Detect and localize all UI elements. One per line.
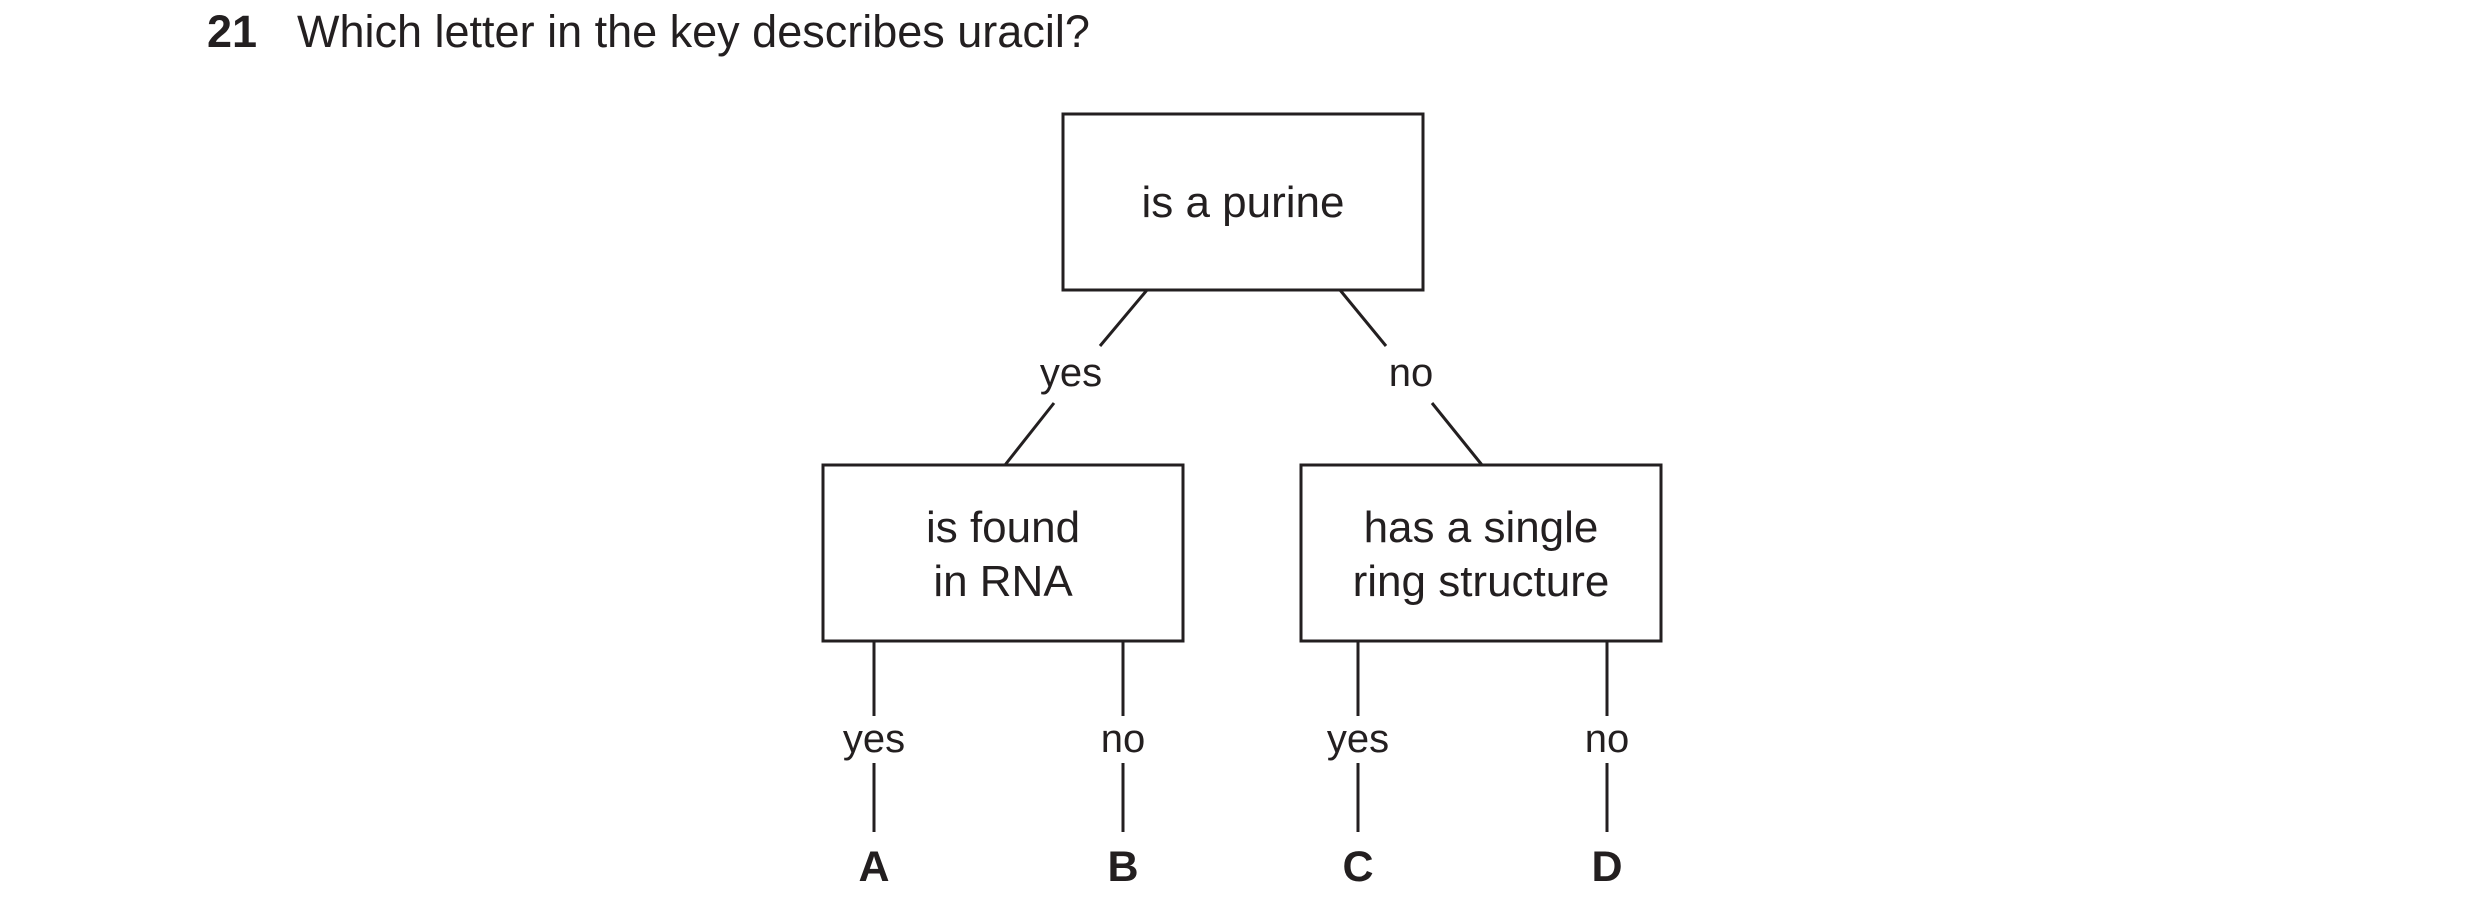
right-box — [1299, 463, 1663, 643]
question-text: Which letter in the key describes uracil… — [297, 6, 1090, 57]
outcome-c: C — [1342, 843, 1373, 891]
root-yes-connector-upper — [1098, 289, 1149, 347]
root-yes-label: yes — [1040, 351, 1102, 395]
right-text-line2: ring structure — [1353, 557, 1610, 606]
root-no-connector-upper — [1338, 289, 1388, 347]
left-text-line2: in RNA — [933, 557, 1073, 606]
root-box — [1061, 112, 1425, 292]
right-yes-label: yes — [1327, 717, 1389, 761]
left-no-label: no — [1101, 717, 1146, 761]
root-text: is a purine — [1141, 178, 1344, 227]
right-no-label: no — [1585, 717, 1630, 761]
question-number: 21 — [207, 6, 258, 57]
outcome-b: B — [1107, 843, 1138, 891]
question: 21 Which letter in the key describes ura… — [207, 0, 1090, 64]
outcome-d: D — [1591, 843, 1622, 891]
root-yes-connector-lower — [1003, 402, 1056, 466]
left-box — [821, 463, 1185, 643]
left-text-line1: is found — [926, 503, 1080, 552]
root-no-connector-lower — [1430, 402, 1484, 466]
left-yes-label: yes — [843, 717, 905, 761]
root-no-label: no — [1389, 351, 1434, 395]
right-text-line1: has a single — [1364, 503, 1599, 552]
outcome-a: A — [858, 843, 889, 891]
